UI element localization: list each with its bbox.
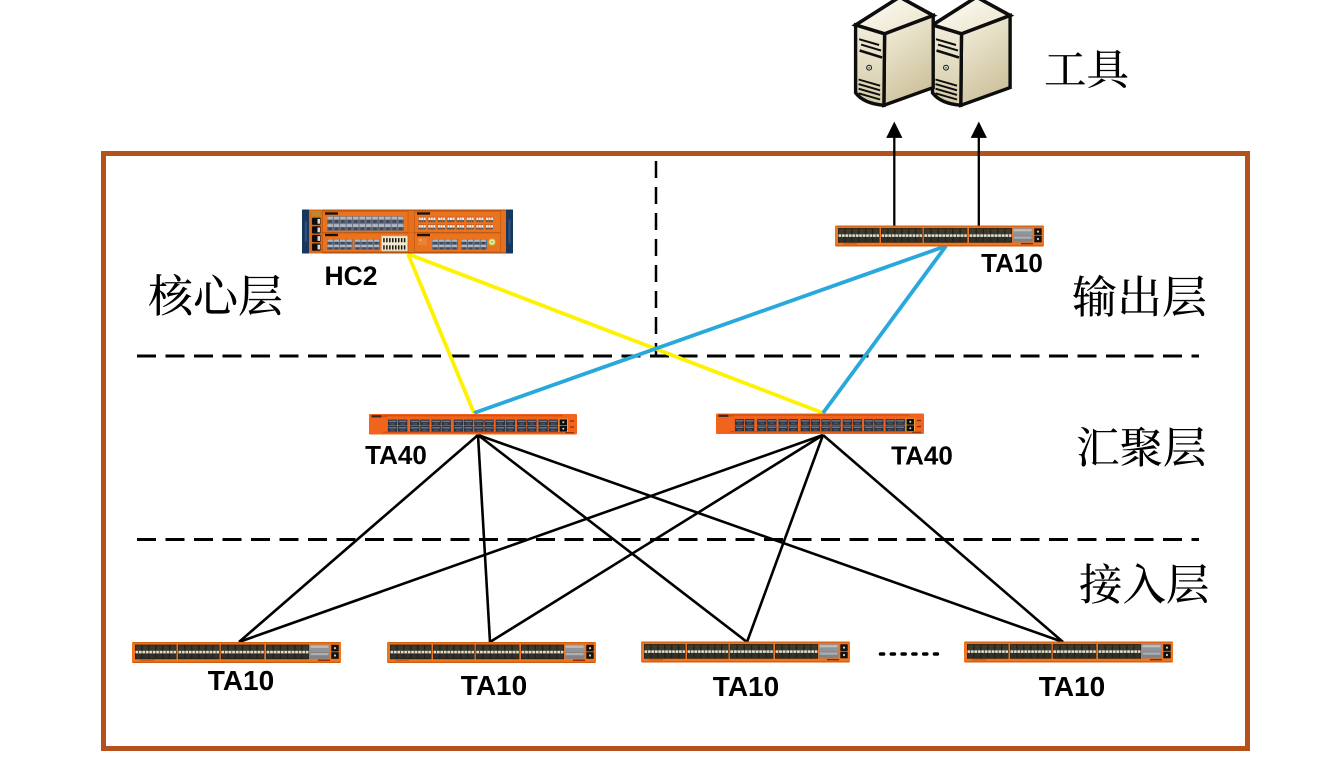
svg-text:HC2: HC2 xyxy=(324,261,377,291)
svg-text:TA10: TA10 xyxy=(981,248,1043,278)
svg-text:TA10: TA10 xyxy=(461,670,527,701)
svg-text:TA10: TA10 xyxy=(713,671,779,702)
svg-text:TA40: TA40 xyxy=(365,440,427,470)
svg-text:TA10: TA10 xyxy=(208,665,274,696)
svg-text:TA10: TA10 xyxy=(1039,671,1105,702)
svg-text:TA40: TA40 xyxy=(891,441,953,471)
